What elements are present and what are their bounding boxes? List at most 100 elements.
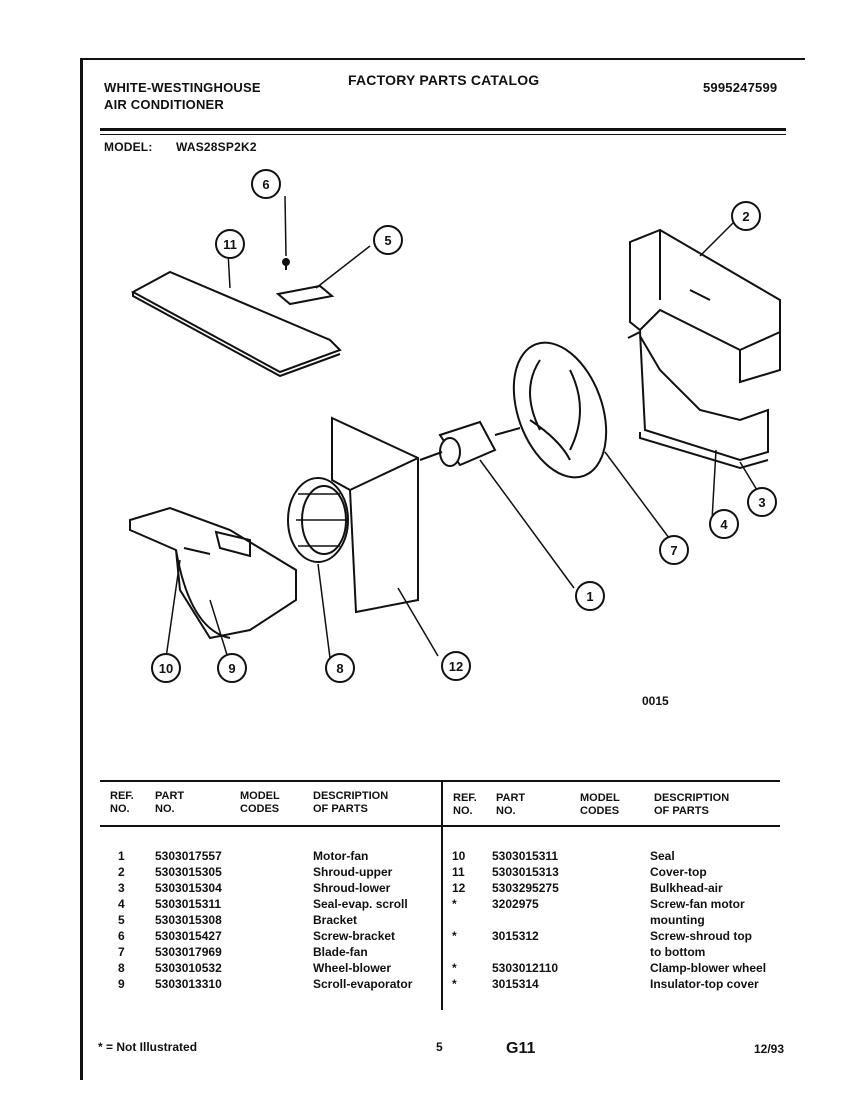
parts-table-left: 1 5303017557 Motor-fan 2 5303015305 Shroud-up… (118, 848, 443, 992)
cell-ref: * (452, 929, 457, 943)
model-value: WAS28SP2K2 (176, 140, 257, 154)
cell-ref: 2 (118, 865, 125, 879)
svg-text:4: 4 (720, 517, 728, 532)
svg-text:8: 8 (336, 661, 343, 676)
table-row: to bottom (452, 944, 790, 960)
cell-part: 5303015311 (155, 897, 222, 911)
cell-desc: Scroll-evaporator (313, 977, 413, 991)
cell-part: 5303295275 (492, 881, 559, 895)
cell-desc: Bulkhead-air (650, 881, 723, 895)
cell-desc: Screw-fan motor (650, 897, 745, 911)
cell-part: 3202975 (492, 897, 539, 911)
table-row: 3 5303015304 Shroud-lower (118, 880, 443, 896)
svg-text:3: 3 (758, 495, 765, 510)
svg-text:7: 7 (670, 543, 677, 558)
table-row: 10 5303015311 Seal (452, 848, 790, 864)
svg-text:9: 9 (228, 661, 235, 676)
cell-desc: Insulator-top cover (650, 977, 759, 991)
cell-part: 5303015313 (492, 865, 559, 879)
callout-6: 6 (251, 169, 281, 199)
callout-1: 1 (575, 581, 605, 611)
svg-text:10: 10 (159, 661, 173, 676)
callout-7: 7 (659, 535, 689, 565)
svg-text:12: 12 (449, 659, 463, 674)
table-row: 2 5303015305 Shroud-upper (118, 864, 443, 880)
callout-12: 12 (441, 651, 471, 681)
page-number: 5 (436, 1040, 443, 1054)
cell-desc: Seal-evap. scroll (313, 897, 408, 911)
cell-desc: Clamp-blower wheel (650, 961, 767, 975)
callout-5: 5 (373, 225, 403, 255)
callout-11: 11 (215, 229, 245, 259)
blade-fan-part (512, 341, 608, 479)
table-row: 1 5303017557 Motor-fan (118, 848, 443, 864)
cell-desc: Cover-top (650, 865, 707, 879)
bracket-part (275, 284, 335, 306)
catalog-title: FACTORY PARTS CATALOG (348, 72, 540, 88)
cell-part: 5303017969 (155, 945, 222, 959)
table-row: 12 5303295275 Bulkhead-air (452, 880, 790, 896)
cell-part: 5303015305 (155, 865, 222, 879)
cell-part: 5303015427 (155, 929, 222, 943)
cell-ref: 12 (452, 881, 466, 895)
header-rule-thin (100, 134, 786, 135)
table-row: * 3202975 Screw-fan motor (452, 896, 790, 912)
scroll-evaporator-part (129, 506, 297, 640)
col-ref-right: REF.NO. (453, 792, 477, 817)
table-divider (441, 780, 443, 1010)
svg-text:2: 2 (742, 209, 749, 224)
callout-10: 10 (151, 653, 181, 683)
cell-part: 5303015311 (492, 849, 559, 863)
svg-text:1: 1 (586, 589, 593, 604)
cell-part: 5303015304 (155, 881, 222, 895)
brand-line-1: WHITE-WESTINGHOUSE (104, 80, 261, 95)
cell-ref: 9 (118, 977, 125, 991)
table-rule-top (100, 780, 780, 782)
svg-text:5: 5 (384, 233, 391, 248)
callout-8: 8 (325, 653, 355, 683)
catalog-number: 5995247599 (703, 80, 778, 95)
cell-part (492, 944, 650, 960)
cell-part: 3015312 (492, 929, 539, 943)
page-frame (80, 58, 805, 1080)
diagram-code: 0015 (642, 694, 669, 708)
cell-desc: Blade-fan (313, 945, 368, 959)
cell-ref: 1 (118, 849, 125, 863)
cell-part: 5303017557 (155, 849, 222, 863)
revision-date: 12/93 (754, 1042, 785, 1056)
cell-ref: * (452, 961, 457, 975)
cell-desc: Seal (650, 849, 675, 863)
cell-ref: * (452, 977, 457, 991)
brand-line-2: AIR CONDITIONER (104, 97, 224, 112)
cell-ref: * (452, 897, 457, 911)
shroud-upper-part (629, 228, 781, 384)
cell-part: 5303013310 (155, 977, 222, 991)
cell-ref: 8 (118, 961, 125, 975)
cell-ref (452, 912, 492, 928)
cell-part (492, 912, 650, 928)
cell-part: 5303015308 (155, 913, 222, 927)
cell-desc: Shroud-lower (313, 881, 391, 895)
cell-desc: Wheel-blower (313, 961, 392, 975)
model-label: MODEL: (104, 140, 153, 154)
table-row: 9 5303013310 Scroll-evaporator (118, 976, 443, 992)
cell-desc: Motor-fan (313, 849, 369, 863)
cell-desc: Shroud-upper (313, 865, 393, 879)
shroud-lower-part (627, 330, 769, 462)
cell-part: 5303012110 (492, 961, 559, 975)
table-row: 4 5303015311 Seal-evap. scroll (118, 896, 443, 912)
cell-ref: 4 (118, 897, 125, 911)
table-row: mounting (452, 912, 790, 928)
cover-top-part (130, 270, 342, 374)
cell-ref: 3 (118, 881, 125, 895)
svg-text:6: 6 (262, 177, 269, 192)
cell-ref: 5 (118, 913, 125, 927)
cell-ref: 10 (452, 849, 466, 863)
